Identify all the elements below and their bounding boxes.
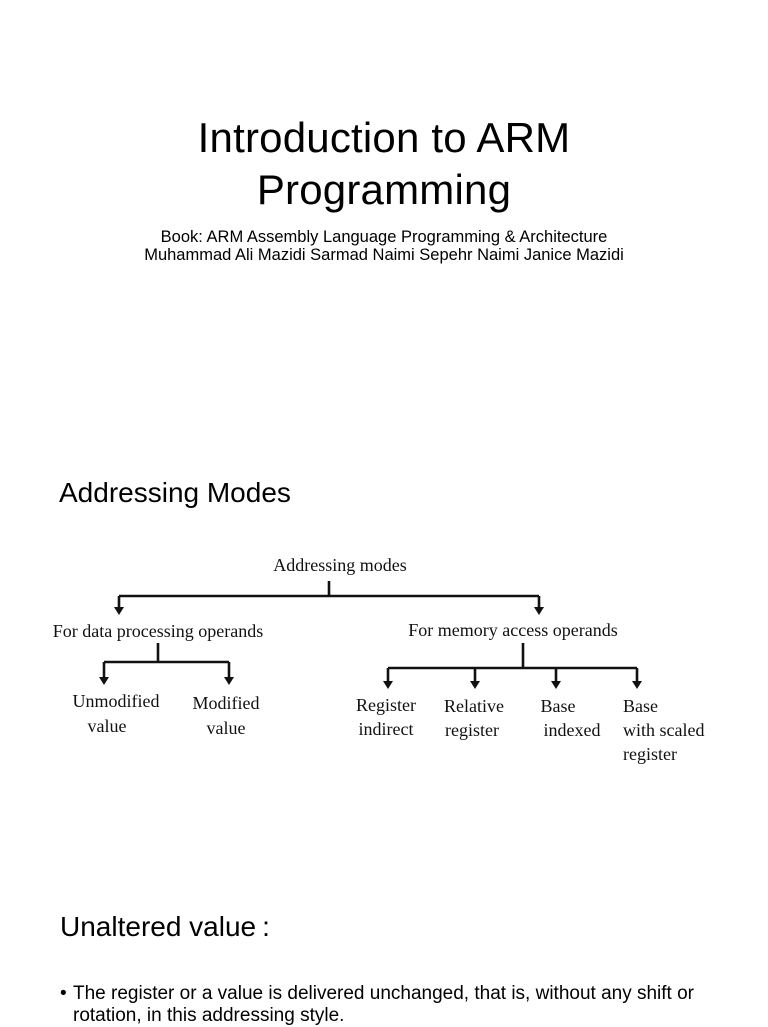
- arrow-icon: [534, 607, 544, 615]
- leaf-unmodified-line2: value: [88, 716, 127, 736]
- bullet-item: • The register or a value is delivered u…: [60, 983, 700, 1027]
- leaf-register-indirect-line1: Register: [356, 695, 416, 715]
- slide-subtitle: Book: ARM Assembly Language Programming …: [0, 228, 768, 264]
- arrow-icon: [383, 681, 393, 689]
- leaf-base-scaled-line3: register: [623, 744, 677, 764]
- leaf-modified-line1: Modified: [193, 693, 260, 713]
- slide-title: Introduction to ARM Programming: [0, 112, 768, 216]
- title-slide: Introduction to ARM Programming Book: AR…: [0, 0, 768, 300]
- memory-access-node: For memory access operands: [408, 620, 617, 640]
- leaf-base-scaled-line1: Base: [623, 696, 658, 716]
- arrow-icon: [114, 607, 124, 615]
- leaf-relative-register-line2: register: [445, 720, 499, 740]
- leaf-register-indirect-line2: indirect: [359, 719, 414, 739]
- heading-text: Unaltered value: [60, 911, 257, 942]
- addressing-modes-diagram: Addressing modes For data processing ope…: [53, 555, 705, 764]
- leaf-base-indexed-line1: Base: [541, 696, 576, 716]
- leaf-base-scaled-line2: with scaled: [623, 720, 704, 740]
- leaf-relative-register-line1: Relative: [444, 696, 504, 716]
- data-processing-node: For data processing operands: [53, 621, 263, 641]
- connector-lines: [102, 581, 639, 681]
- slide3-heading: Unaltered value:: [60, 911, 270, 943]
- root-node: Addressing modes: [273, 555, 407, 575]
- arrow-icon: [551, 681, 561, 689]
- bullet-icon: •: [60, 983, 67, 1004]
- leaf-unmodified-line1: Unmodified: [73, 691, 160, 711]
- arrow-icon: [99, 677, 109, 685]
- arrow-icon: [224, 677, 234, 685]
- addressing-modes-slide: Addressing Modes: [0, 455, 768, 785]
- title-line-2: Programming: [256, 166, 512, 213]
- leaf-base-indexed-line2: indexed: [544, 720, 601, 740]
- bullet-text: The register or a value is delivered unc…: [73, 983, 695, 1026]
- heading-colon: :: [262, 911, 270, 942]
- title-line-1: Introduction to ARM: [197, 114, 571, 161]
- section-heading: Addressing Modes: [59, 477, 291, 508]
- arrowheads: [99, 607, 642, 689]
- unaltered-value-slide: Unaltered value: • The register or a val…: [0, 905, 768, 1027]
- subtitle-authors: Muhammad Ali Mazidi Sarmad Naimi Sepehr …: [144, 246, 624, 264]
- subtitle-book: Book: ARM Assembly Language Programming …: [160, 228, 608, 246]
- arrow-icon: [470, 681, 480, 689]
- arrow-icon: [632, 681, 642, 689]
- leaf-modified-line2: value: [207, 718, 246, 738]
